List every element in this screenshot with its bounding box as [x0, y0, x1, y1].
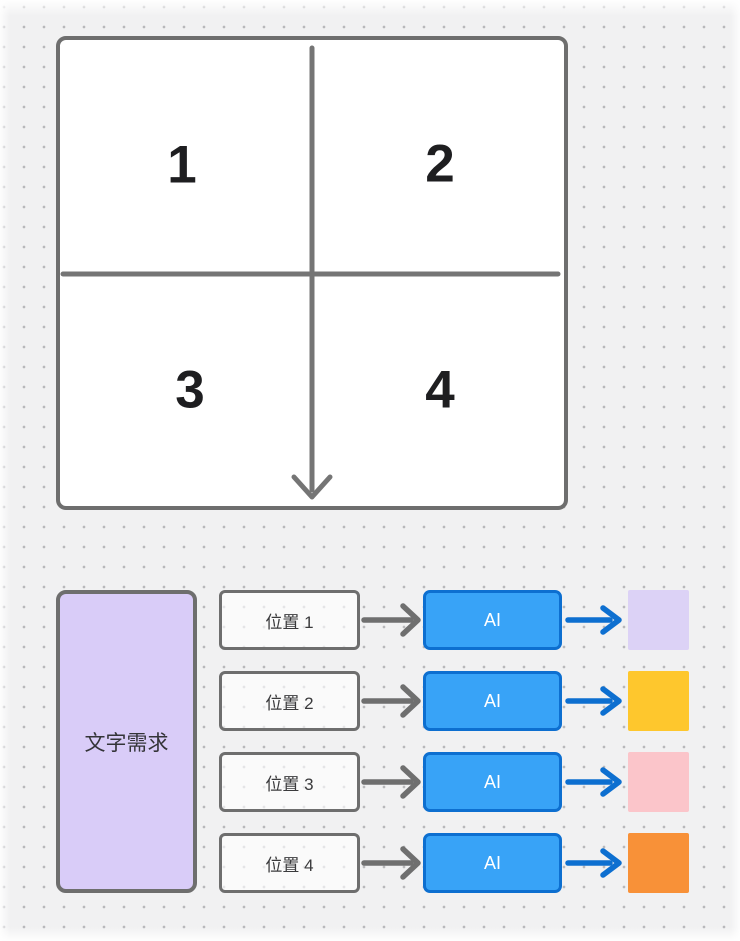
quadrant-label-2: 2 — [425, 134, 455, 194]
quadrant-label-3: 3 — [175, 360, 205, 420]
quadrant-label-1: 1 — [167, 135, 197, 195]
quadrant-label-4: 4 — [425, 360, 455, 420]
